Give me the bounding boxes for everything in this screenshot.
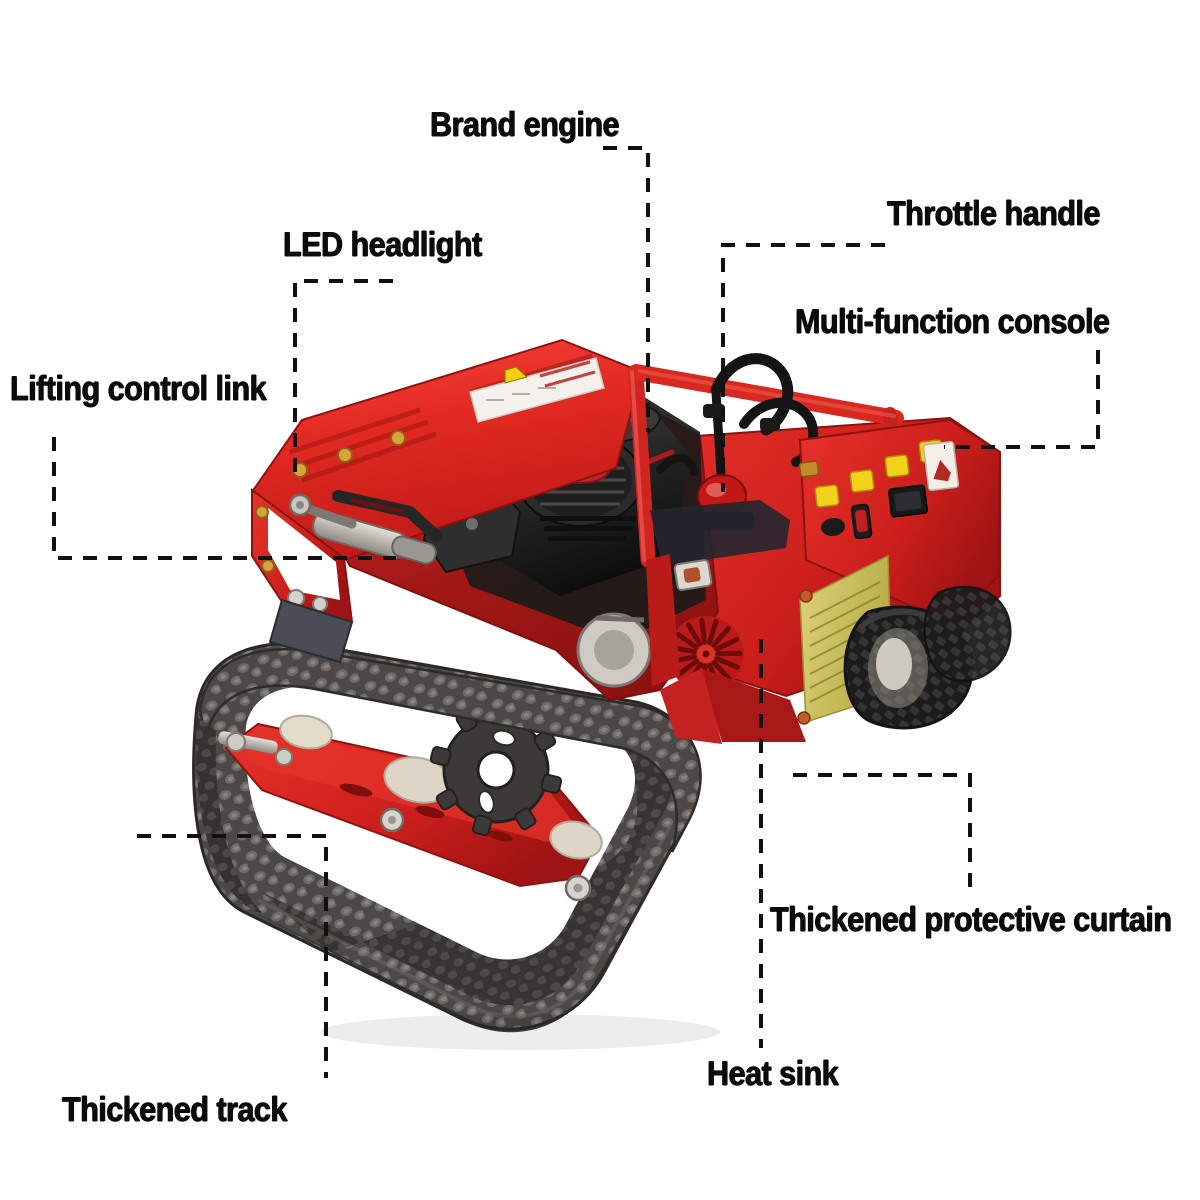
ignition-keyhole[interactable]: [820, 517, 846, 538]
side-latch[interactable]: [673, 559, 713, 591]
idler-roller: [279, 714, 333, 750]
heat-sink-grille: [668, 616, 744, 692]
leader-thickened-track: [137, 834, 328, 1078]
secondary-wheel: [923, 585, 1012, 682]
battery-tray: [650, 500, 790, 566]
callout-label-multi-function-console: Multi-function console: [795, 303, 1110, 341]
thickened-track-assembly: [192, 642, 702, 1033]
leader-throttle-handle: [721, 243, 885, 492]
drive-sprocket: [429, 703, 563, 837]
callout-label-throttle-handle: Throttle handle: [887, 195, 1100, 233]
idler-roller: [549, 820, 603, 860]
leader-led-headlight: [293, 279, 393, 477]
rear-wheel: [843, 605, 974, 730]
callout-label-lifting-control-link: Lifting control link: [10, 370, 267, 408]
leader-lifting-control-link: [52, 437, 396, 560]
lifting-control-link: [288, 490, 442, 565]
callout-label-brand-engine: Brand engine: [430, 106, 620, 144]
leader-thickened-protective-curtain: [793, 773, 972, 890]
leader-brand-engine: [603, 146, 650, 432]
multi-function-console: [798, 418, 1002, 626]
callout-label-heat-sink: Heat sink: [707, 1055, 839, 1093]
engine-hood: [250, 338, 644, 562]
drive-motor: [576, 612, 652, 688]
callout-label-thickened-protective-curtain: Thickened protective curtain: [770, 901, 1172, 939]
rocker-switch-cap: [855, 509, 868, 533]
callout-label-thickened-track: Thickened track: [62, 1091, 287, 1129]
protective-curtain-skirt: [700, 668, 806, 742]
mower-body: [250, 338, 1012, 744]
front-skid-shoe: [268, 598, 354, 664]
hood-warning-sticker: [469, 357, 605, 423]
leader-multi-function-console: [944, 350, 1100, 449]
callout-label-led-headlight: LED headlight: [283, 226, 482, 264]
